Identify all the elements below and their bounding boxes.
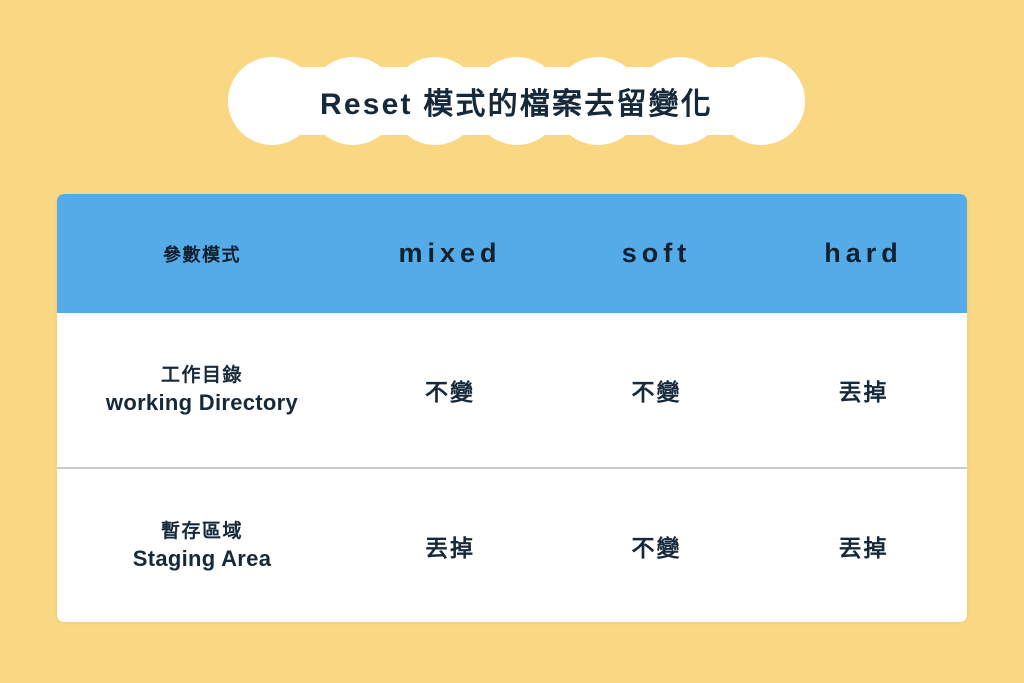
cell-working-directory-mixed: 不變 <box>347 373 553 407</box>
table-header-cell-hard: hard <box>760 238 967 269</box>
cloud-bubble-5 <box>554 57 642 145</box>
table-row: 工作目錄 working Directory 不變 不變 丟掉 <box>57 313 967 467</box>
row-label-zh: 暫存區域 <box>160 520 243 542</box>
cell-value-text: 不變 <box>631 379 682 405</box>
table-header-cell-mixed: mixed <box>347 238 553 269</box>
cloud-bubble-7 <box>717 57 805 145</box>
row-label-staging-area: 暫存區域 Staging Area <box>57 519 347 573</box>
row-label-en: working Directory <box>105 390 299 416</box>
cell-value-text: 不變 <box>425 379 475 405</box>
cell-value-text: 不變 <box>631 535 682 561</box>
cloud-bubble-1 <box>228 57 316 145</box>
row-label-working-directory: 工作目錄 working Directory <box>57 363 347 417</box>
cloud-bubble-2 <box>309 57 397 145</box>
header-hard-text: hard <box>824 238 903 268</box>
cell-value-text: 丟掉 <box>425 535 475 561</box>
table-row: 暫存區域 Staging Area 丟掉 不變 丟掉 <box>57 467 967 622</box>
cloud-bubble-4 <box>473 57 561 145</box>
header-label-text: 參數模式 <box>163 244 241 265</box>
cloud-bubble-6 <box>636 57 724 145</box>
cloud-title-banner: Reset 模式的檔案去留變化 <box>228 57 805 145</box>
table-header-cell-soft: soft <box>553 238 760 269</box>
cell-value-text: 丟掉 <box>838 535 889 561</box>
table-header-row: 參數模式 mixed soft hard <box>57 194 967 313</box>
header-mixed-text: mixed <box>398 238 502 268</box>
row-label-en: Staging Area <box>132 546 272 572</box>
cell-value-text: 丟掉 <box>838 379 889 405</box>
row-label-zh: 工作目錄 <box>160 364 243 386</box>
header-soft-text: soft <box>621 238 692 268</box>
page-title: Reset 模式的檔案去留變化 <box>319 88 714 121</box>
cell-working-directory-hard: 丟掉 <box>760 373 967 407</box>
table-header-cell-mode-param: 參數模式 <box>57 241 347 267</box>
cell-staging-area-hard: 丟掉 <box>760 529 967 563</box>
comparison-table: 參數模式 mixed soft hard 工作目錄 working Direct… <box>57 194 967 622</box>
cell-staging-area-soft: 不變 <box>553 529 760 563</box>
cloud-bubble-3 <box>391 57 479 145</box>
cell-working-directory-soft: 不變 <box>553 373 760 407</box>
cell-staging-area-mixed: 丟掉 <box>347 529 553 563</box>
